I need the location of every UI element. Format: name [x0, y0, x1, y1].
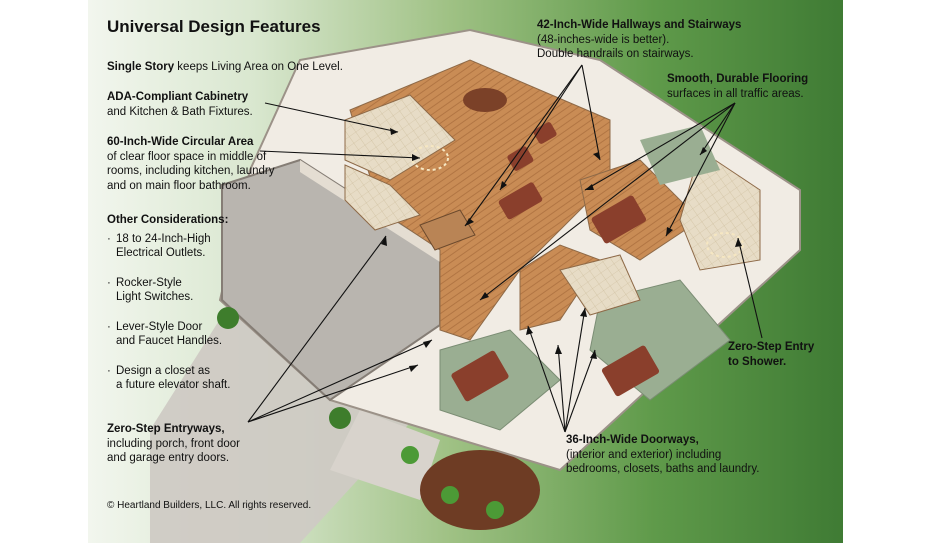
hallways-label: 42-Inch-Wide Hallways and Stairways (48-…	[537, 19, 742, 60]
copyright-notice: © Heartland Builders, LLC. All rights re…	[107, 500, 312, 511]
sofa	[498, 182, 543, 220]
bath-clear-circle	[706, 232, 744, 258]
circular-area-label: 60-Inch-Wide Circular Area of clear floo…	[107, 136, 275, 192]
armchair	[533, 122, 557, 144]
doorways-label: 36-Inch-Wide Doorways, (interior and ext…	[566, 434, 760, 475]
diagram-title: Universal Design Features	[107, 17, 321, 36]
master-bath-floor	[679, 149, 761, 271]
zero-step-entryways-label: Zero-Step Entryways, including porch, fr…	[107, 423, 240, 464]
kitchen-clear-circle	[411, 145, 449, 171]
flooring-label: Smooth, Durable Flooring surfaces in all…	[667, 73, 809, 100]
shrub	[486, 501, 504, 519]
bath-floor	[559, 254, 641, 316]
shrub	[401, 446, 419, 464]
zero-step-shower-label: Zero-Step Entry to Shower.	[728, 341, 815, 368]
bed-1	[591, 195, 647, 244]
single-story-label: Single Story keeps Living Area on One Le…	[107, 61, 343, 73]
shrub	[329, 407, 351, 429]
front-walk	[330, 410, 440, 500]
leader-lines	[247, 64, 763, 433]
shrub	[441, 486, 459, 504]
other-considerations-heading: Other Considerations:	[107, 214, 229, 226]
leader-arrowheads	[381, 128, 742, 372]
mulch-bed	[420, 450, 540, 530]
stairs	[419, 209, 476, 251]
dining-table	[463, 88, 507, 112]
other-considerations: Other Considerations: ·18 to 24-Inch-Hig…	[107, 213, 230, 408]
laundry-floor	[344, 164, 421, 231]
bed-3	[451, 350, 509, 402]
bed-2	[601, 345, 660, 397]
kitchen-floor	[344, 94, 456, 181]
shrub	[217, 307, 239, 329]
